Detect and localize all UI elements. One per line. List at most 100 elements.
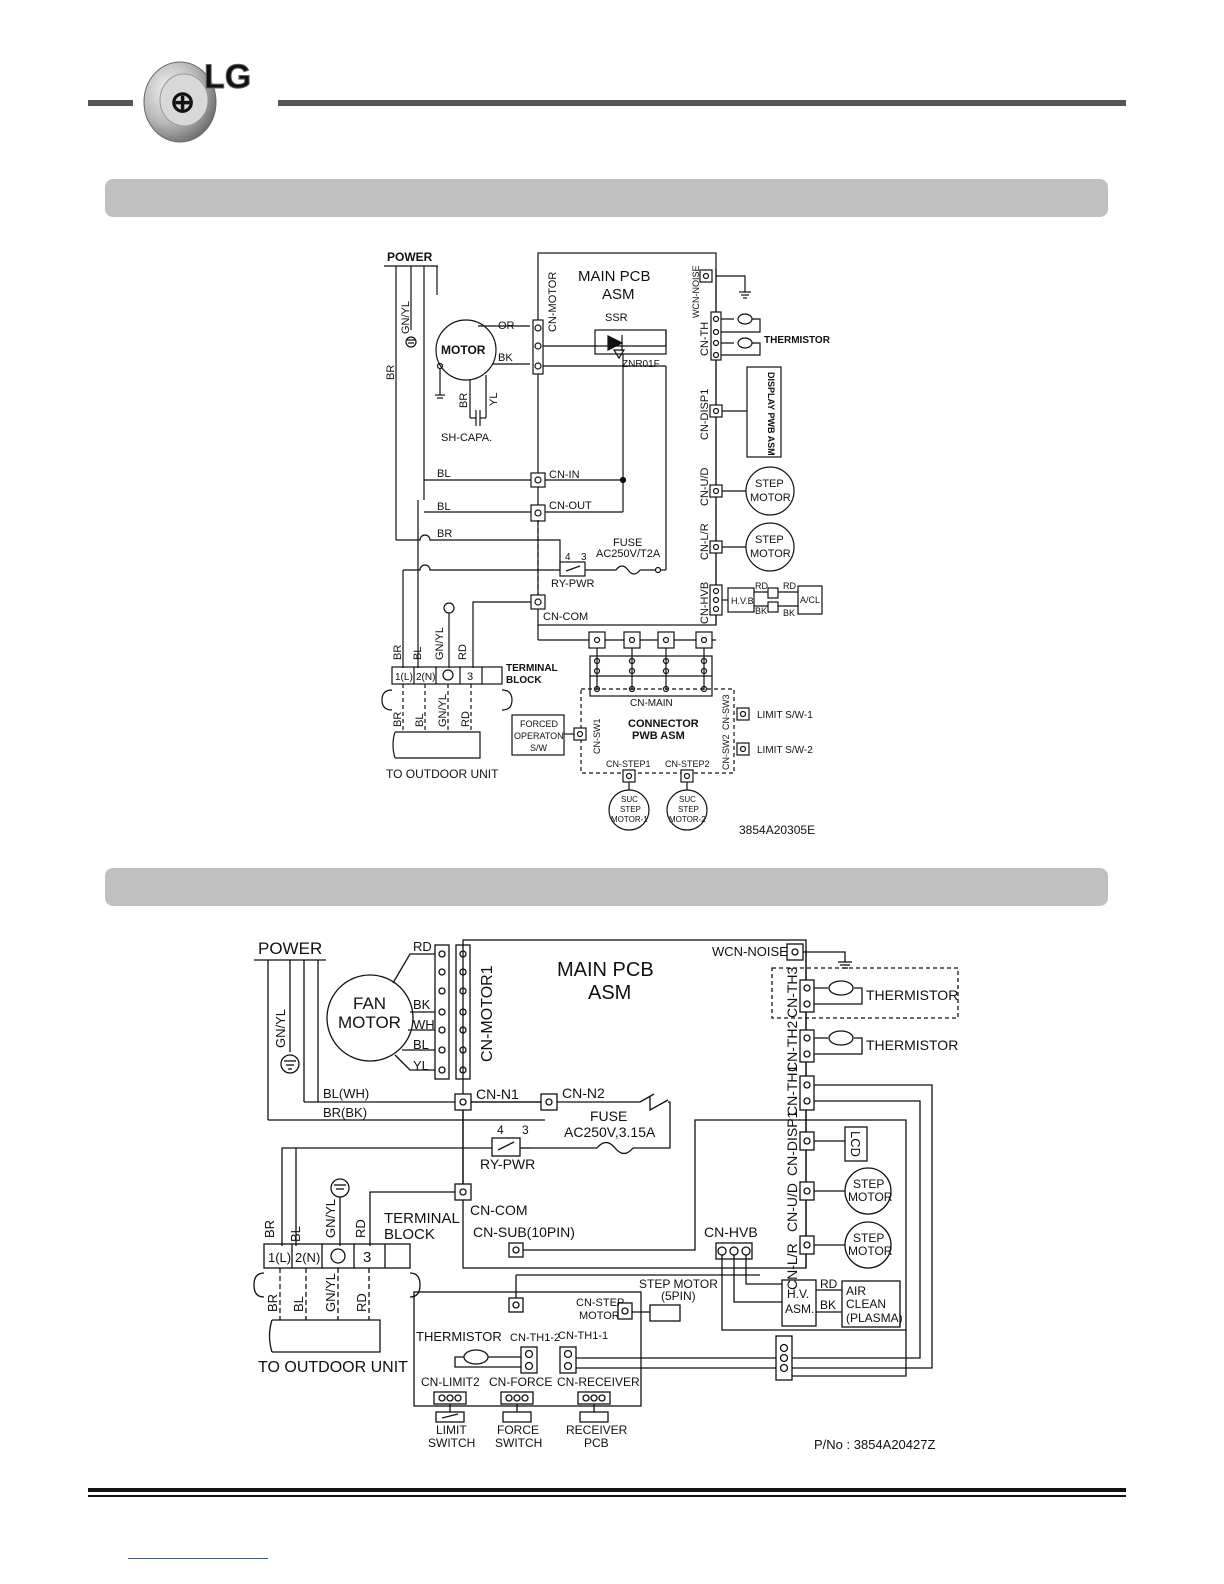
d2-thermistor-sub: THERMISTOR <box>416 1329 502 1344</box>
d2-cn-th1-1: CN-TH1-1 <box>558 1330 608 1342</box>
d1-hvb-rd2: RD <box>783 581 796 591</box>
d1-br-label: BR <box>385 365 397 380</box>
d1-suc1-b: STEP <box>620 805 641 814</box>
d1-terminal-1: TERMINAL <box>506 663 558 674</box>
d1-part-no: 3854A20305E <box>739 823 815 837</box>
d1-cn-step2: CN-STEP2 <box>665 759 710 769</box>
d2-out-gnyl: GN/YL <box>323 1273 338 1312</box>
d1-tb-br: BR <box>392 645 404 660</box>
d2-relay-3: 3 <box>522 1123 529 1137</box>
d1-cn-sw2: CN-SW2 <box>721 735 731 771</box>
d1-to-outdoor: TO OUTDOOR UNIT <box>386 767 499 781</box>
d2-out-rd: RD <box>354 1293 369 1312</box>
d1-out-rd: RD <box>460 711 472 727</box>
d1-shcapa-label: SH-CAPA. <box>441 432 492 444</box>
d1-step-ud-1: STEP <box>755 478 784 490</box>
d2-terminal-2: BLOCK <box>384 1226 435 1243</box>
d2-force-1: FORCE <box>497 1423 539 1437</box>
d2-tb-rd: RD <box>353 1219 368 1238</box>
d2-main-pcb-asm: ASM <box>588 982 631 1004</box>
d1-cn-step1: CN-STEP1 <box>606 759 651 769</box>
d2-cn-disp1: CN-DISP1 <box>784 1110 800 1176</box>
logo-text: LG <box>204 58 251 96</box>
d1-tb-gnyl: GN/YL <box>434 627 446 660</box>
d1-limit2: LIMIT S/W-2 <box>757 745 813 756</box>
d1-ry-pwr: RY-PWR <box>551 578 594 590</box>
d2-hv-2: ASM. <box>785 1302 814 1316</box>
d1-cn-disp1: CN-DISP1 <box>699 389 711 440</box>
wiring-diagram-2: POWER GN/YL FAN MOTOR RD BK WH BL YL CN-… <box>0 900 1224 1480</box>
d1-cn-main: CN-MAIN <box>630 698 673 709</box>
d1-relay-4: 4 <box>565 552 571 563</box>
d1-out-br: BR <box>392 712 404 727</box>
d1-connector-pwb-1: CONNECTOR <box>628 718 699 730</box>
d2-fm-bk: BK <box>413 997 431 1012</box>
d1-bl1: BL <box>437 468 450 480</box>
d1-thermistor: THERMISTOR <box>764 335 831 346</box>
d2-wcn-noise: WCN-NOISE <box>712 944 788 959</box>
d1-forced-2: OPERATON <box>514 731 564 741</box>
d2-relay-4: 4 <box>497 1123 504 1137</box>
d2-power-label: POWER <box>258 939 322 958</box>
wiring-diagram-1: POWER GN/YL BR MOTOR OR BK BR YL SH-CAPA… <box>381 250 831 837</box>
d1-gnyl-label: GN/YL <box>400 301 412 334</box>
d2-cn-sub: CN-SUB(10PIN) <box>473 1224 575 1240</box>
d1-hvb-rd1: RD <box>755 581 768 591</box>
d2-fan-motor-1: FAN <box>353 994 386 1013</box>
d1-hvb-bk2: BK <box>783 608 795 618</box>
d2-tb-bl: BL <box>288 1226 303 1242</box>
d2-cn-th1: CN-TH1 <box>784 1064 800 1116</box>
d2-limit-2: SWITCH <box>428 1436 475 1450</box>
logo-symbol: ⊕ <box>170 86 195 119</box>
d2-hv-rd: RD <box>820 1277 838 1291</box>
lg-logo: ⊕ LG <box>138 54 278 154</box>
d1-fuse-rating: AC250V/T2A <box>596 548 661 560</box>
d2-cn-n1: CN-N1 <box>476 1086 519 1102</box>
d1-motor-yl: YL <box>488 393 500 406</box>
d2-fm-rd: RD <box>413 939 432 954</box>
d2-hv-1: H.V. <box>787 1287 809 1301</box>
d2-cn-ud: CN-U/D <box>784 1183 800 1232</box>
d2-tb-br: BR <box>262 1220 277 1238</box>
d2-tb-gnyl: GN/YL <box>323 1199 338 1238</box>
d1-cn-hvb: CN-HVB <box>699 582 711 624</box>
d1-cn-sw1: CN-SW1 <box>592 719 602 755</box>
d2-brbk: BR(BK) <box>323 1105 367 1120</box>
d2-to-outdoor: TO OUTDOOR UNIT <box>258 1359 408 1376</box>
d1-tb-bl: BL <box>412 647 424 660</box>
d1-step-lr-1: STEP <box>755 534 784 546</box>
footer-rule-thin <box>88 1495 1126 1497</box>
d2-ry-pwr: RY-PWR <box>480 1156 535 1172</box>
d1-suc1-c: MOTOR-1 <box>611 815 648 824</box>
d2-cn-th2: CN-TH2 <box>784 1020 800 1072</box>
d1-bl2: BL <box>437 501 450 513</box>
d2-step-lr-1: STEP <box>853 1231 884 1245</box>
d1-wcn-noise: WCN-NOISE <box>691 266 701 319</box>
d1-or-label: OR <box>498 320 515 332</box>
d2-force-2: SWITCH <box>495 1436 542 1450</box>
section-bar-1 <box>105 179 1108 217</box>
d2-step5-2: (5PIN) <box>661 1289 696 1303</box>
d2-tb-3: 3 <box>363 1249 371 1266</box>
d1-display-pwb: DISPLAY PWB ASM <box>766 372 776 456</box>
d2-thermistor-th3: THERMISTOR <box>866 987 958 1003</box>
d2-fan-motor-2: MOTOR <box>338 1013 401 1032</box>
d1-connector-pwb-2: PWB ASM <box>632 730 685 742</box>
d1-ssr-label: SSR <box>605 312 628 324</box>
d1-fuse: FUSE <box>613 537 642 549</box>
d2-cn-com: CN-COM <box>470 1202 528 1218</box>
d2-cn-lr: CN-L/R <box>784 1243 800 1290</box>
d1-main-pcb-asm: ASM <box>602 286 635 303</box>
d1-hvb: H.V.B <box>731 596 754 606</box>
d1-cn-th: CN-TH <box>699 322 711 356</box>
d2-cn-motor1: CN-MOTOR1 <box>479 965 496 1062</box>
d2-thermistor-th2: THERMISTOR <box>866 1037 958 1053</box>
d2-part-no: P/No : 3854A20427Z <box>814 1437 935 1452</box>
d1-cn-in: CN-IN <box>549 469 580 481</box>
d2-fuse-rating: AC250V,3.15A <box>564 1124 656 1140</box>
d1-cn-com: CN-COM <box>543 611 588 623</box>
d2-receiver-2: PCB <box>584 1436 609 1450</box>
d2-limit-1: LIMIT <box>436 1423 467 1437</box>
d2-out-br: BR <box>265 1294 280 1312</box>
d1-forced-1: FORCED <box>520 719 559 729</box>
